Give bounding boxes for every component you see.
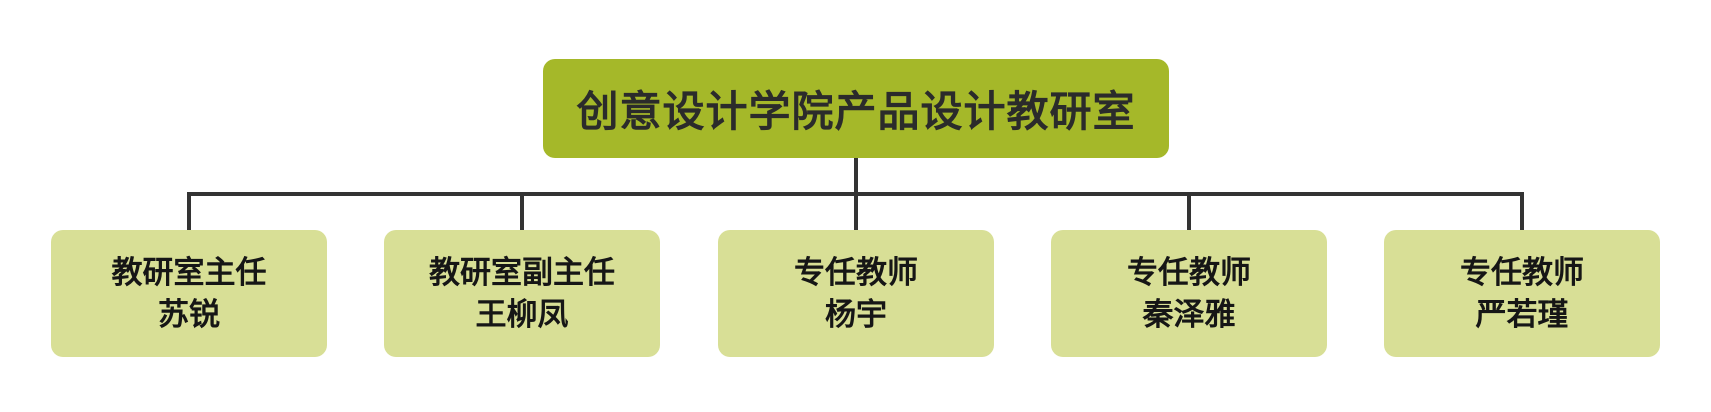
member-node-2: 教研室副主任 王柳凤 (384, 230, 660, 357)
member-role: 专任教师 (1127, 254, 1251, 291)
root-title: 创意设计学院产品设计教研室 (576, 87, 1136, 136)
member-name: 苏锐 (158, 296, 220, 333)
member-name: 王柳凤 (475, 296, 569, 333)
member-name: 严若瑾 (1475, 296, 1569, 333)
member-role: 教研室副主任 (429, 254, 615, 291)
member-name: 秦泽雅 (1142, 296, 1236, 333)
root-node: 创意设计学院产品设计教研室 (543, 59, 1169, 158)
member-node-4: 专任教师 秦泽雅 (1051, 230, 1327, 357)
member-node-3: 专任教师 杨宇 (718, 230, 994, 357)
member-role: 专任教师 (794, 254, 918, 291)
member-name: 杨宇 (825, 296, 887, 333)
member-role: 教研室主任 (111, 254, 267, 291)
member-role: 专任教师 (1460, 254, 1584, 291)
member-node-1: 教研室主任 苏锐 (51, 230, 327, 357)
member-node-5: 专任教师 严若瑾 (1384, 230, 1660, 357)
